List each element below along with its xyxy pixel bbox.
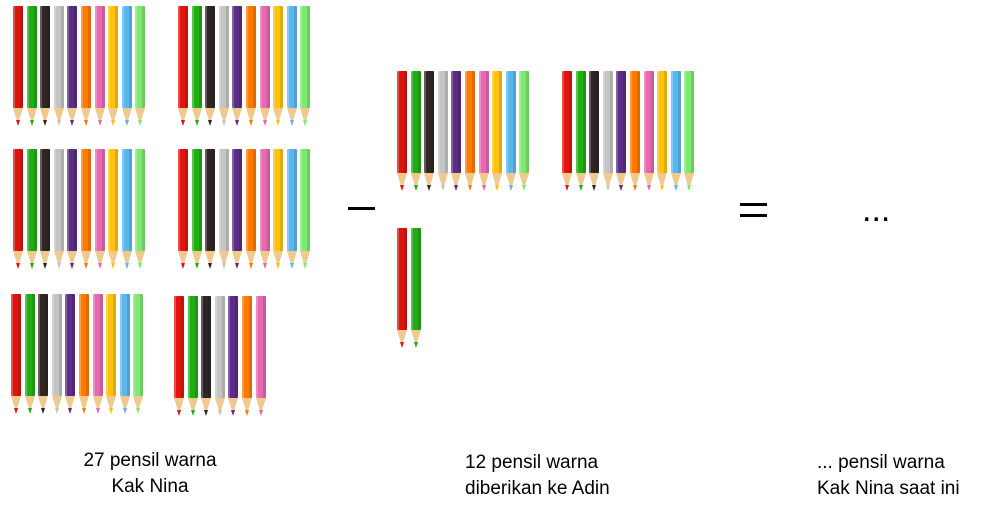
pencil-icon bbox=[51, 294, 62, 417]
label-kak-nina: 27 pensil warna Kak Nina bbox=[60, 448, 240, 500]
pencil-icon bbox=[40, 6, 51, 129]
pencil-icon bbox=[81, 6, 91, 129]
pencil-icon bbox=[94, 149, 105, 272]
label-line: ... pensil warna bbox=[817, 452, 945, 473]
pencil-icon bbox=[242, 296, 252, 419]
pencil-icon bbox=[589, 71, 600, 194]
pencil-icon bbox=[602, 71, 613, 194]
pencil-icon bbox=[657, 71, 668, 194]
pencil-icon bbox=[205, 6, 216, 129]
pencil-icon bbox=[53, 6, 64, 129]
pencil-icon bbox=[135, 149, 146, 272]
pencil-icon bbox=[410, 228, 421, 351]
pencil-icon bbox=[214, 296, 225, 419]
pencil-icon bbox=[26, 6, 37, 129]
pencil-icon bbox=[79, 294, 89, 417]
pencil-icon bbox=[187, 296, 198, 419]
pencil-icon bbox=[397, 71, 407, 194]
pencil-icon bbox=[562, 71, 572, 194]
pencil-icon bbox=[300, 6, 311, 129]
pencil-icon bbox=[218, 6, 229, 129]
label-given-to-adin: 12 pensil warna diberikan ke Adin bbox=[465, 450, 610, 502]
pencil-icon bbox=[684, 71, 695, 194]
pencil-icon bbox=[67, 6, 78, 129]
pencil-icon bbox=[178, 149, 188, 272]
pencil-icon bbox=[108, 149, 119, 272]
pencil-icon bbox=[670, 71, 681, 194]
pencil-icon bbox=[575, 71, 586, 194]
pencil-icon bbox=[191, 149, 202, 272]
pencil-icon bbox=[286, 6, 297, 129]
pencil-icon bbox=[218, 149, 229, 272]
pencil-icon bbox=[24, 294, 35, 417]
pencil-icon bbox=[13, 149, 23, 272]
pencil-icon bbox=[38, 294, 49, 417]
pencil-icon bbox=[255, 296, 266, 419]
pencil-icon bbox=[246, 149, 256, 272]
label-line: diberikan ke Adin bbox=[465, 478, 610, 499]
pencil-icon bbox=[259, 149, 270, 272]
pencil-icon bbox=[232, 149, 243, 272]
pencil-icon bbox=[228, 296, 239, 419]
pencil-icon bbox=[205, 149, 216, 272]
pencil-icon bbox=[133, 294, 144, 417]
pencil-icon bbox=[465, 71, 475, 194]
pencil-icon bbox=[630, 71, 640, 194]
equals-sign-top bbox=[740, 203, 767, 206]
pencil-icon bbox=[643, 71, 654, 194]
pencil-icon bbox=[286, 149, 297, 272]
pencil-icon bbox=[65, 294, 76, 417]
label-line: Kak Nina saat ini bbox=[817, 478, 960, 499]
pencil-icon bbox=[273, 6, 284, 129]
label-result: ... pensil warna Kak Nina saat ini bbox=[817, 450, 960, 502]
equals-sign-bottom bbox=[740, 214, 767, 217]
pencil-icon bbox=[26, 149, 37, 272]
pencil-icon bbox=[437, 71, 448, 194]
pencil-icon bbox=[300, 149, 311, 272]
pencil-icon bbox=[106, 294, 117, 417]
pencil-icon bbox=[40, 149, 51, 272]
pencil-icon bbox=[201, 296, 212, 419]
pencil-icon bbox=[246, 6, 256, 129]
result-placeholder: ... bbox=[862, 191, 891, 229]
pencil-icon bbox=[259, 6, 270, 129]
pencil-icon bbox=[92, 294, 103, 417]
pencil-icon bbox=[451, 71, 462, 194]
pencil-icon bbox=[492, 71, 503, 194]
label-line: 12 pensil warna bbox=[465, 452, 599, 473]
pencil-icon bbox=[178, 6, 188, 129]
minus-sign bbox=[348, 207, 375, 210]
pencil-icon bbox=[273, 149, 284, 272]
label-line: Kak Nina bbox=[111, 476, 189, 497]
pencil-icon bbox=[13, 6, 23, 129]
pencil-icon bbox=[135, 6, 146, 129]
pencil-icon bbox=[397, 228, 407, 351]
pencil-icon bbox=[424, 71, 435, 194]
pencil-icon bbox=[119, 294, 130, 417]
pencil-icon bbox=[174, 296, 184, 419]
label-line: 27 pensil warna bbox=[83, 450, 217, 471]
pencil-icon bbox=[410, 71, 421, 194]
pencil-icon bbox=[616, 71, 627, 194]
pencil-icon bbox=[121, 149, 132, 272]
pencil-icon bbox=[232, 6, 243, 129]
pencil-icon bbox=[505, 71, 516, 194]
pencil-icon bbox=[81, 149, 91, 272]
pencil-icon bbox=[519, 71, 530, 194]
pencil-icon bbox=[121, 6, 132, 129]
pencil-icon bbox=[11, 294, 21, 417]
pencil-icon bbox=[108, 6, 119, 129]
pencil-icon bbox=[94, 6, 105, 129]
pencil-icon bbox=[191, 6, 202, 129]
pencil-icon bbox=[53, 149, 64, 272]
pencil-icon bbox=[478, 71, 489, 194]
pencil-icon bbox=[67, 149, 78, 272]
